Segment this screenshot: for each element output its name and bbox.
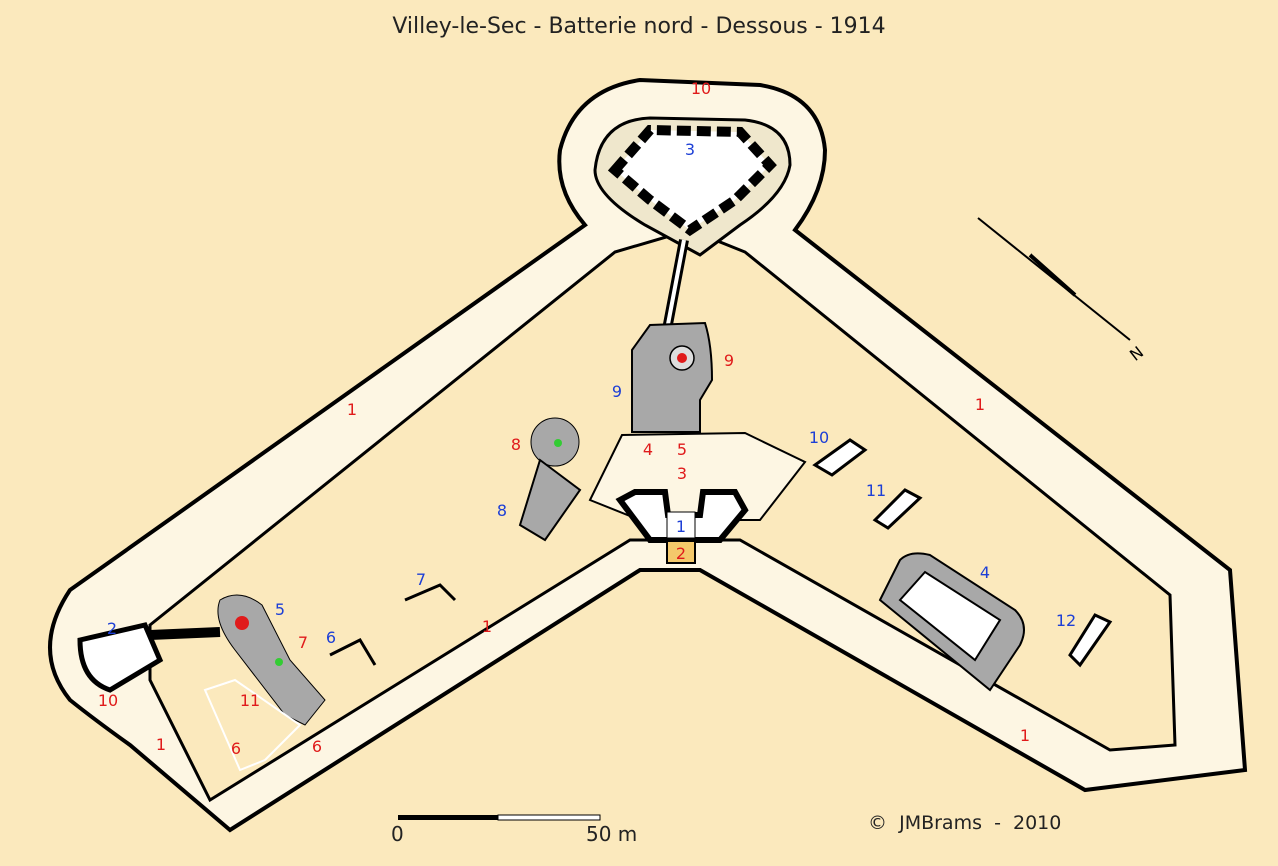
room-2: [666, 540, 696, 564]
label-3: 3: [677, 464, 687, 483]
green-dot-marker: [554, 439, 562, 447]
label-3: 3: [685, 140, 695, 159]
credit: © JMBrams - 2010: [868, 812, 1061, 834]
label-1: 1: [347, 400, 357, 419]
caponniere-12: [1068, 613, 1113, 668]
svg-text:N: N: [1126, 342, 1147, 364]
red-dot-marker-5: [235, 616, 249, 630]
green-dot-marker-7: [275, 658, 283, 666]
label-5: 5: [677, 440, 687, 459]
red-dot-marker: [677, 353, 687, 363]
label-12: 12: [1056, 611, 1076, 630]
label-8: 8: [511, 435, 521, 454]
label-6: 6: [312, 737, 322, 756]
label-7: 7: [298, 633, 308, 652]
left-gallery: [149, 627, 221, 640]
label-10: 10: [98, 691, 118, 710]
label-6: 6: [326, 628, 336, 647]
label-2: 2: [676, 544, 686, 563]
caponniere-10: [812, 438, 868, 477]
label-6: 6: [231, 739, 241, 758]
enclosure-11: [203, 678, 302, 772]
scale-bar: [398, 814, 601, 821]
label-11: 11: [240, 691, 260, 710]
bastion-3-core: [607, 124, 777, 237]
plan-title: Villey-le-Sec - Batterie nord - Dessous …: [392, 14, 886, 39]
label-1: 1: [975, 395, 985, 414]
copyright-icon: ©: [868, 812, 887, 834]
label-7: 7: [416, 570, 426, 589]
label-4: 4: [643, 440, 653, 459]
structure-8: [518, 458, 582, 542]
label-2: 2: [107, 619, 117, 638]
credit-text: JMBrams - 2010: [899, 812, 1062, 834]
structure-9: [631, 321, 714, 433]
scale-start-label: 0: [391, 822, 404, 846]
label-1: 1: [482, 617, 492, 636]
label-11: 11: [866, 481, 886, 500]
label-1: 1: [1020, 726, 1030, 745]
label-5: 5: [275, 600, 285, 619]
label-8: 8: [497, 501, 507, 520]
label-1: 1: [676, 517, 686, 536]
label-4: 4: [980, 563, 990, 582]
scale-end-label: 50 m: [586, 822, 638, 846]
label-9: 9: [724, 351, 734, 370]
caponniere-11: [872, 488, 923, 530]
label-10: 10: [691, 79, 711, 98]
north-arrow: N: [977, 217, 1147, 365]
bastion-2: [77, 622, 164, 693]
label-1: 1: [156, 735, 166, 754]
label-9: 9: [612, 382, 622, 401]
label-10: 10: [809, 428, 829, 447]
